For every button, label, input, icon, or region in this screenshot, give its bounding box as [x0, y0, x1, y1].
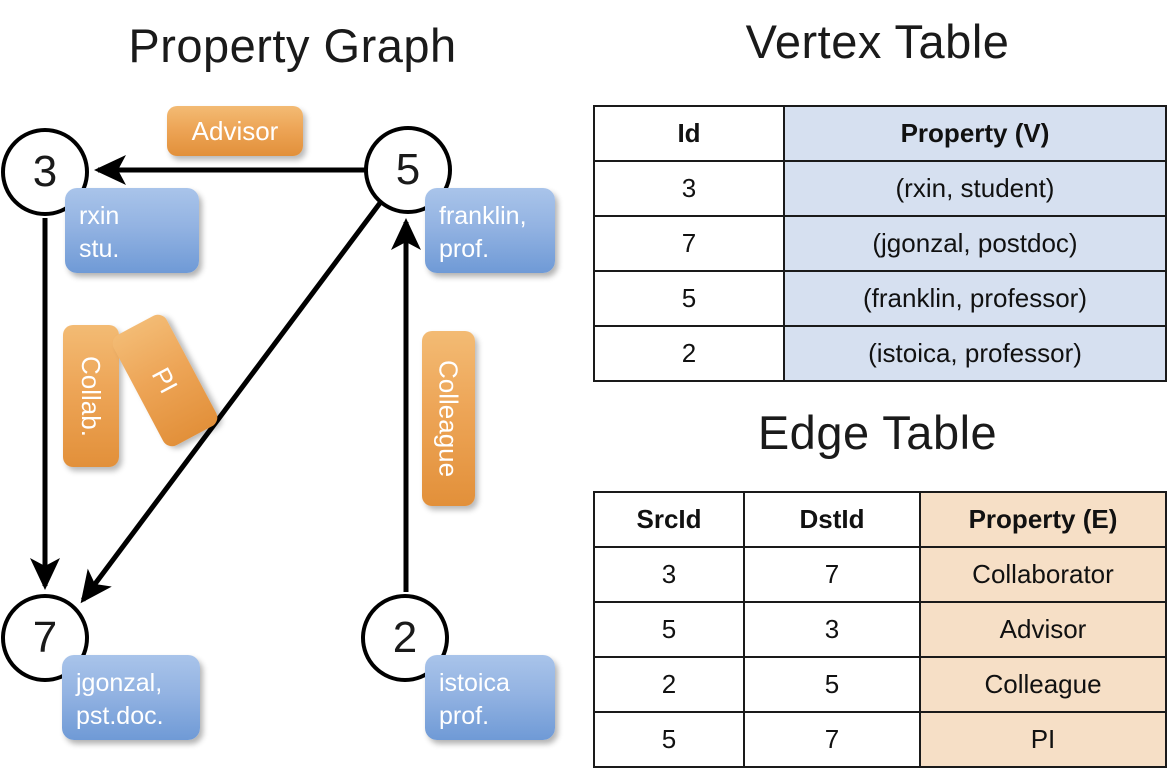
edge-row-srcid: 5 — [593, 711, 745, 768]
table-row: 2 (istoica, professor) — [593, 325, 1167, 382]
vertex-row-property: (rxin, student) — [783, 160, 1167, 217]
table-row: 3 (rxin, student) — [593, 160, 1167, 217]
vertex-row-property: (franklin, professor) — [783, 270, 1167, 327]
edge-table: SrcId DstId Property (E) 3 7 Collaborato… — [593, 491, 1167, 768]
edge-label-colleague-text: Colleague — [433, 359, 464, 478]
vertex-property-box-jgonzal: jgonzal, pst.doc. — [62, 655, 200, 740]
edge-table-header-property: Property (E) — [919, 491, 1167, 548]
edge-label-advisor-text: Advisor — [191, 115, 279, 146]
table-row: 5 (franklin, professor) — [593, 270, 1167, 327]
edge-label-advisor: Advisor — [167, 106, 303, 156]
table-row: 2 5 Colleague — [593, 656, 1167, 713]
vertex-table-header-property: Property (V) — [783, 105, 1167, 162]
table-header-row: SrcId DstId Property (E) — [593, 491, 1167, 548]
vertex-row-property: (istoica, professor) — [783, 325, 1167, 382]
table-row: 5 7 PI — [593, 711, 1167, 768]
vertex-property-line-2: pst.doc. — [76, 702, 164, 730]
vertex-row-id: 7 — [593, 215, 785, 272]
vertex-property-line-2: prof. — [439, 235, 490, 263]
vertex-row-id: 3 — [593, 160, 785, 217]
vertex-property-line-1: istoica — [439, 669, 510, 697]
vertex-property-line-2: prof. — [439, 702, 490, 730]
table-row: 5 3 Advisor — [593, 601, 1167, 658]
vertex-property-box-rxin: rxin stu. — [65, 188, 199, 273]
edge-label-colleague: Colleague — [422, 331, 475, 506]
vertex-property-line-2: stu. — [79, 235, 120, 263]
property-graph-diagram: 3 5 7 2 rxin stu. franklin, prof. jgonza… — [0, 0, 585, 760]
vertex-table: Id Property (V) 3 (rxin, student) 7 (jgo… — [593, 105, 1167, 382]
vertex-property-line-1: jgonzal, — [76, 669, 163, 697]
page-title-vertex-table: Vertex Table — [745, 15, 1010, 68]
edge-row-dstid: 3 — [743, 601, 921, 658]
edge-row-property: Collaborator — [919, 546, 1167, 603]
edge-row-property: PI — [919, 711, 1167, 768]
edge-label-collab-text: Collab. — [76, 355, 106, 437]
table-row: 7 (jgonzal, postdoc) — [593, 215, 1167, 272]
edge-label-pi-text: PI — [145, 362, 185, 399]
graph-node-2[interactable]: 2 — [361, 594, 449, 682]
vertex-table-header-id: Id — [593, 105, 785, 162]
edge-table-header-dstid: DstId — [743, 491, 921, 548]
table-header-row: Id Property (V) — [593, 105, 1167, 162]
vertex-property-box-istoica: istoica prof. — [425, 655, 555, 740]
graph-node-5[interactable]: 5 — [364, 126, 452, 214]
edge-row-property: Colleague — [919, 656, 1167, 713]
edge-row-dstid: 7 — [743, 711, 921, 768]
edge-label-collab: Collab. — [63, 325, 119, 467]
vertex-property-line-1: rxin — [79, 202, 120, 230]
page-title-property-graph: Property Graph — [128, 19, 457, 72]
vertex-property-box-franklin: franklin, prof. — [425, 188, 555, 273]
vertex-row-property: (jgonzal, postdoc) — [783, 215, 1167, 272]
page-title-edge-table: Edge Table — [757, 406, 998, 459]
edge-table-header-srcid: SrcId — [593, 491, 745, 548]
edge-row-srcid: 5 — [593, 601, 745, 658]
edge-row-dstid: 7 — [743, 546, 921, 603]
vertex-row-id: 5 — [593, 270, 785, 327]
edge-label-pi: PI — [109, 311, 221, 450]
edge-row-srcid: 3 — [593, 546, 745, 603]
vertex-row-id: 2 — [593, 325, 785, 382]
table-row: 3 7 Collaborator — [593, 546, 1167, 603]
edge-row-property: Advisor — [919, 601, 1167, 658]
edge-row-srcid: 2 — [593, 656, 745, 713]
vertex-property-line-1: franklin, — [439, 202, 527, 230]
edge-row-dstid: 5 — [743, 656, 921, 713]
